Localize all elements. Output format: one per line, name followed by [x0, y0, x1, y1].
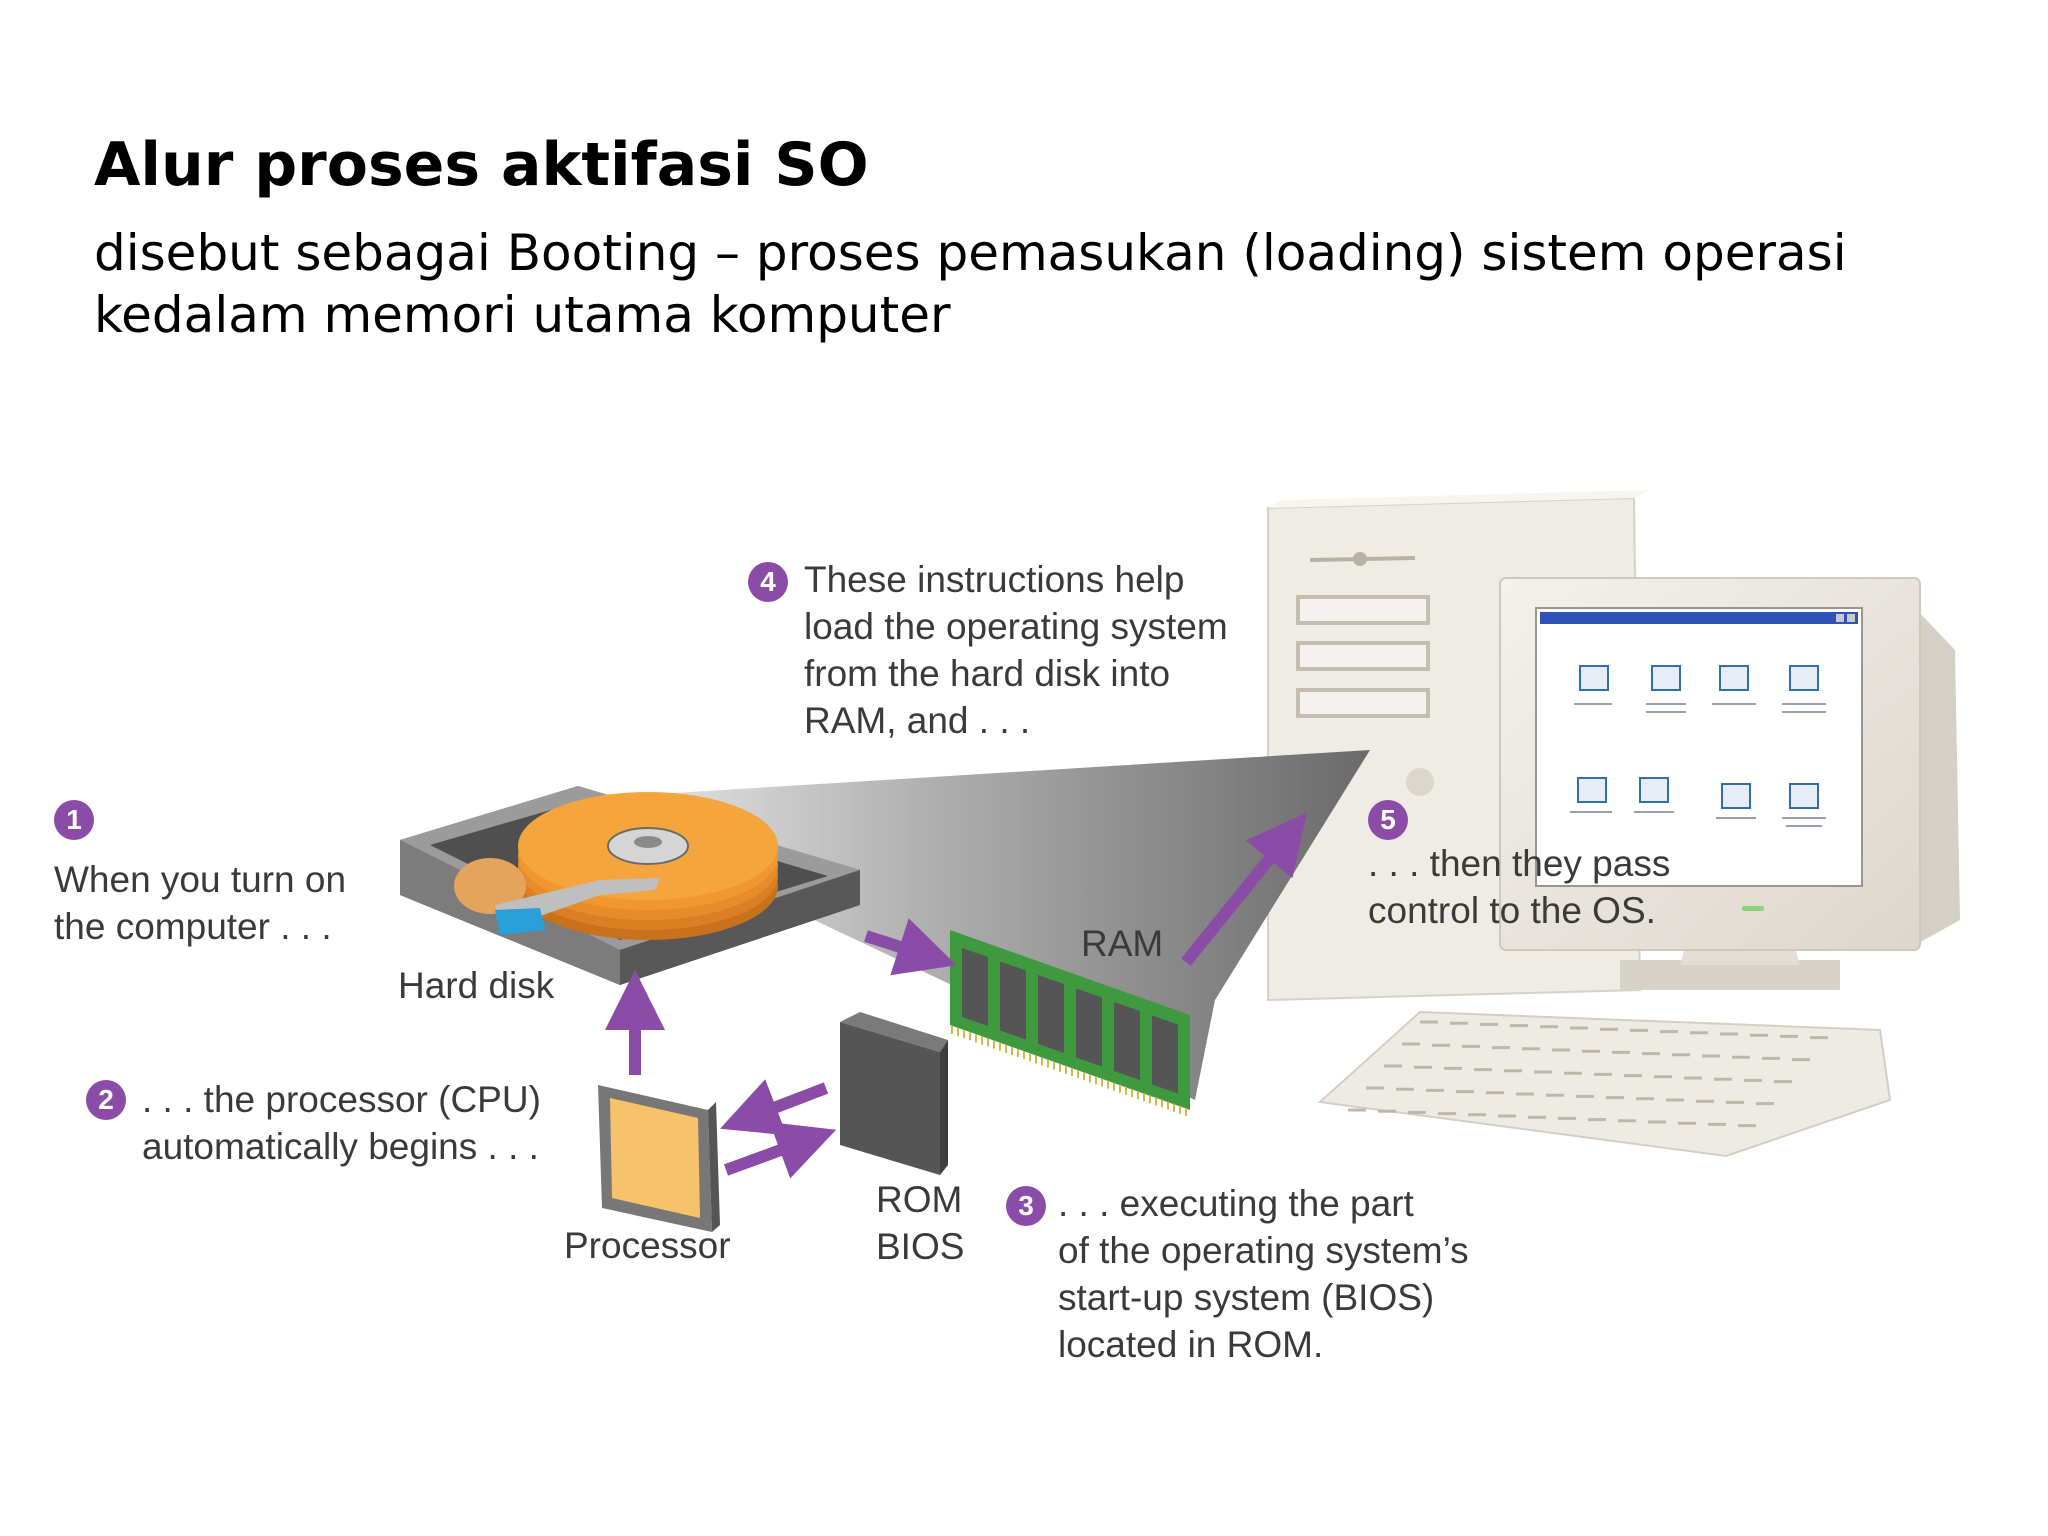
arrow-processor-to-rom: [723, 1122, 837, 1179]
step-3-line: start-up system (BIOS): [1058, 1277, 1435, 1318]
step-3-line: . . . executing the part: [1058, 1183, 1414, 1224]
rom-bios-label: ROM BIOS: [876, 1176, 964, 1270]
step-1-text: When you turn on the computer . . .: [54, 856, 346, 950]
step-5-line: . . . then they pass: [1368, 843, 1671, 884]
step-1-line: the computer . . .: [54, 906, 332, 947]
subtitle-line: disebut sebagai Booting – proses pemasuk…: [94, 224, 1847, 282]
step-2-badge: 2: [86, 1080, 126, 1120]
processor-chip: [598, 1085, 720, 1232]
ram-chip: [1076, 988, 1102, 1067]
step-3-line: of the operating system’s: [1058, 1230, 1469, 1271]
rom-bios-label-line: ROM: [876, 1179, 963, 1220]
keyboard: [1317, 1010, 1892, 1158]
slide-title: Alur proses aktifasi SO: [94, 130, 869, 200]
hard-disk-label: Hard disk: [398, 965, 555, 1006]
arrow-harddisk-to-ram: [864, 918, 957, 976]
hard-disk: [400, 786, 860, 985]
ram-chip: [962, 948, 988, 1026]
step-3-line: located in ROM.: [1058, 1324, 1324, 1365]
arrow-ram-to-computer: [1181, 812, 1307, 966]
step-4-line: These instructions help: [804, 559, 1185, 600]
flow-arrows: [605, 812, 1307, 1179]
step-4-badge: 4: [748, 562, 788, 602]
step-4-line: from the hard disk into: [804, 653, 1171, 694]
monitor: [1499, 577, 1960, 990]
step-4-text: These instructions help load the operati…: [804, 556, 1228, 744]
ram-chip: [1114, 1002, 1140, 1080]
step-4-line: load the operating system: [804, 606, 1228, 647]
arrow-rom-to-processor: [719, 1079, 829, 1136]
step-5-badge: 5: [1368, 800, 1408, 840]
step-3-badge: 3: [1006, 1186, 1046, 1226]
step-3-text: . . . executing the part of the operatin…: [1058, 1180, 1469, 1368]
step-1-line: When you turn on: [54, 859, 347, 900]
step-2-line: automatically begins . . .: [142, 1126, 539, 1167]
subtitle-line: kedalam memori utama komputer: [94, 286, 951, 344]
step-4-line: RAM, and . . .: [804, 700, 1031, 741]
step-1-badge: 1: [54, 800, 94, 840]
ram-chip: [1038, 975, 1064, 1053]
step-2-line: . . . the processor (CPU): [142, 1079, 541, 1120]
ram-chip: [1152, 1015, 1178, 1094]
rom-bios-chip: [840, 1012, 948, 1175]
step-5-text: . . . then they pass control to the OS.: [1368, 840, 1670, 934]
slide-subtitle: disebut sebagai Booting – proses pemasuk…: [94, 222, 1974, 346]
ram-chip: [1000, 961, 1026, 1040]
ram-label: RAM: [1081, 923, 1164, 964]
ram-module: [950, 930, 1190, 1116]
processor-label: Processor: [564, 1225, 731, 1266]
step-5-line: control to the OS.: [1368, 890, 1656, 931]
step-2-text: . . . the processor (CPU) automatically …: [142, 1076, 541, 1170]
rom-bios-label-line: BIOS: [876, 1226, 965, 1267]
computer: [1267, 490, 1960, 1158]
